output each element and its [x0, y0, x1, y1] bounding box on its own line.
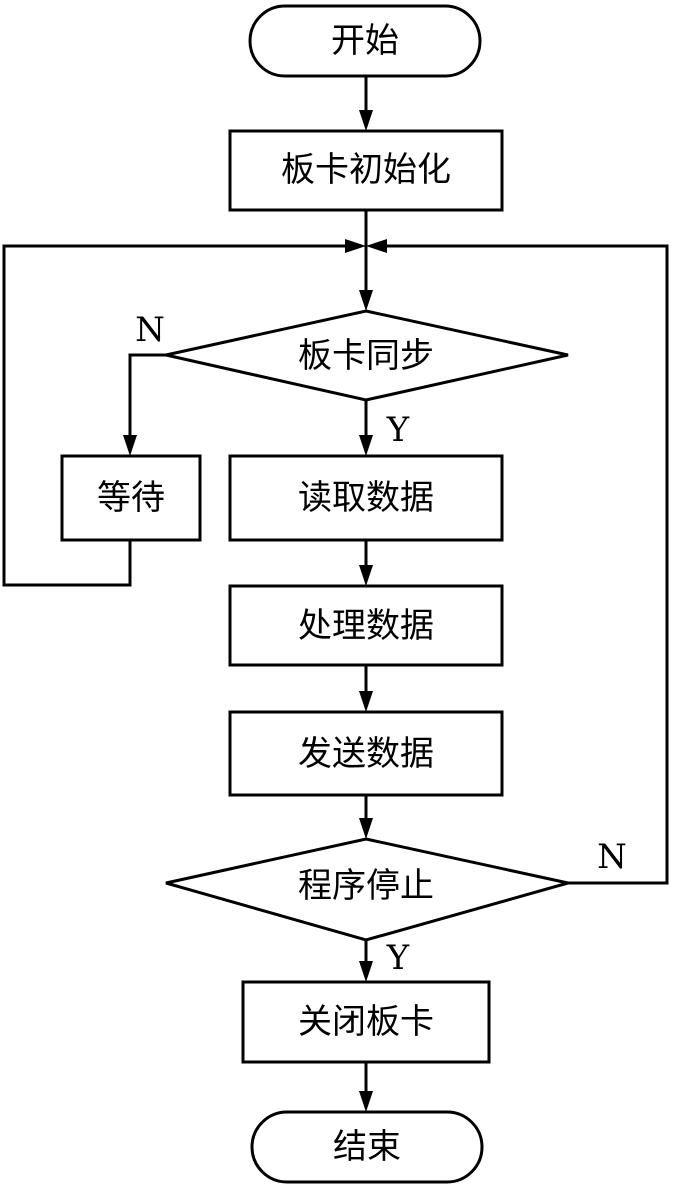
close-label: 关闭板卡 — [298, 1002, 434, 1042]
arrow-to-process — [359, 565, 373, 586]
send-label: 发送数据 — [298, 734, 434, 774]
arrow-loop-left — [345, 239, 366, 253]
end-terminal — [250, 1110, 484, 1184]
stop-no-label: N — [597, 837, 627, 877]
wait-box — [60, 454, 202, 542]
start-label: 开始 — [331, 21, 399, 61]
stop-label: 程序停止 — [298, 866, 434, 906]
arrow-to-close — [359, 961, 373, 982]
init-label: 板卡初始化 — [281, 150, 451, 190]
connector-stop-loop — [380, 244, 669, 885]
arrow-to-wait — [123, 435, 137, 456]
process-box — [228, 584, 504, 667]
read-box — [228, 454, 504, 542]
read-label: 读取数据 — [298, 478, 434, 518]
close-box — [241, 980, 491, 1064]
sync-no-label: N — [135, 310, 165, 350]
sync-label: 板卡同步 — [298, 336, 434, 376]
sync-yes-label: Y — [386, 410, 410, 450]
arrow-to-stop — [359, 818, 373, 839]
process-label: 处理数据 — [298, 606, 434, 646]
init-box — [228, 129, 504, 212]
arrow-to-init — [359, 110, 373, 131]
wait-label: 等待 — [97, 478, 165, 518]
arrow-to-sync — [359, 290, 373, 311]
start-terminal — [248, 4, 482, 78]
stop-yes-label: Y — [386, 938, 410, 978]
sync-decision — [165, 309, 569, 402]
arrowheads — [123, 110, 387, 1112]
connectors — [2, 76, 669, 1098]
send-box — [228, 710, 504, 797]
arrow-loop-right — [366, 239, 387, 253]
stop-decision — [165, 837, 569, 942]
arrow-to-end — [359, 1091, 373, 1112]
connector-wait-loop — [2, 244, 352, 587]
arrow-to-send — [359, 691, 373, 712]
connector-sync-wait — [128, 353, 166, 445]
end-label: 结束 — [333, 1127, 401, 1167]
arrow-to-read — [359, 435, 373, 456]
